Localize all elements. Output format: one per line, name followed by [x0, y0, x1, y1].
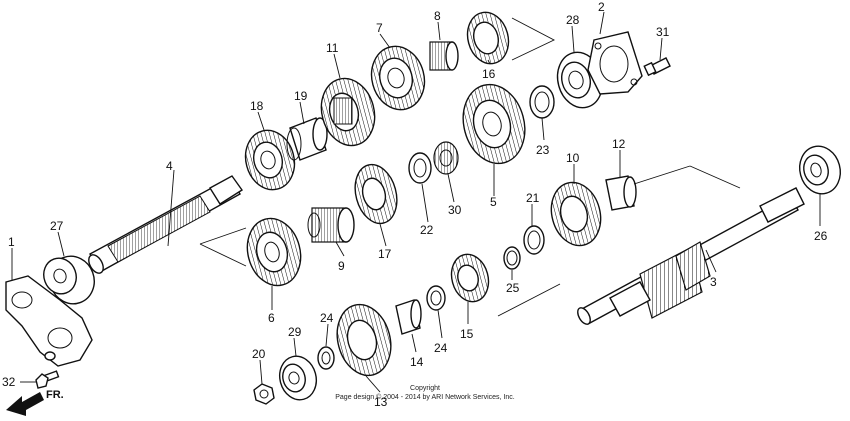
part-label-4: 4	[166, 159, 173, 173]
part-label-6: 6	[268, 311, 275, 325]
part-label-30: 30	[448, 203, 462, 217]
gear-11	[320, 77, 376, 147]
collar-19	[286, 117, 328, 161]
part-label-1: 1	[8, 235, 15, 249]
part-label-10: 10	[566, 151, 580, 165]
washer-23	[529, 85, 555, 119]
part-label-25: 25	[506, 281, 520, 295]
front-direction-arrow	[6, 392, 44, 416]
part-label-3: 3	[710, 275, 717, 289]
part-label-21: 21	[526, 191, 540, 205]
bearing-27	[43, 255, 95, 305]
gear-17	[354, 163, 398, 225]
bearing-26	[799, 145, 841, 195]
bolt-32	[35, 370, 60, 389]
gear-7	[370, 45, 426, 111]
part-label-23: 23	[536, 143, 550, 157]
front-direction-label: FR.	[46, 389, 64, 401]
gear-10	[550, 181, 602, 247]
nut-20	[253, 383, 275, 405]
part-label-18: 18	[250, 99, 264, 113]
washer-21	[523, 225, 545, 255]
part-label-11: 11	[326, 41, 339, 55]
part-label-19: 19	[294, 89, 308, 103]
gear-18	[244, 129, 296, 191]
part-label-22: 22	[420, 223, 434, 237]
gear-6	[246, 217, 302, 287]
bushing-9	[307, 207, 355, 243]
part-label-8: 8	[434, 9, 441, 23]
cover-plate	[5, 275, 93, 367]
part-label-12: 12	[612, 137, 626, 151]
gear-5	[462, 83, 526, 165]
collar-12	[605, 175, 637, 211]
part-label-14: 14	[410, 355, 424, 369]
part-label-24-left: 24	[320, 311, 334, 325]
copyright-line-2: Page design © 2004 - 2014 by ARI Network…	[335, 393, 515, 401]
bearing-29	[279, 355, 317, 401]
hub-16	[466, 11, 510, 65]
part-label-2: 2	[598, 0, 605, 14]
part-label-9: 9	[338, 259, 345, 273]
hub-15	[450, 253, 490, 303]
part-label-15: 15	[460, 327, 474, 341]
part-label-20: 20	[252, 347, 266, 361]
part-label-29: 29	[288, 325, 302, 339]
part-label-31: 31	[656, 25, 670, 39]
washer-24-mid	[426, 285, 446, 311]
part-label-17: 17	[378, 247, 392, 261]
part-label-16: 16	[482, 67, 496, 81]
part-label-32: 32	[2, 375, 16, 389]
part-label-26: 26	[814, 229, 828, 243]
collar-14	[395, 299, 422, 335]
needle-bearing-8	[429, 41, 459, 71]
leader-lines	[11, 11, 821, 393]
snap-ring-25	[503, 246, 521, 270]
part-label-5: 5	[490, 195, 497, 209]
part-label-13: 13	[374, 395, 388, 409]
part-label-24-mid: 24	[434, 341, 448, 355]
main-shaft	[88, 175, 243, 274]
countershaft	[577, 187, 805, 325]
copyright-line-1: Copyright	[410, 385, 440, 392]
washer-24-left	[317, 346, 335, 370]
bolt-31	[643, 57, 671, 77]
retainer-plate-2	[587, 31, 643, 95]
part-label-27: 27	[50, 219, 64, 233]
part-label-28: 28	[566, 13, 580, 27]
washer-22	[408, 152, 432, 184]
needle-bearing-30	[433, 141, 459, 175]
gear-13	[336, 303, 392, 377]
part-label-7: 7	[376, 21, 383, 35]
